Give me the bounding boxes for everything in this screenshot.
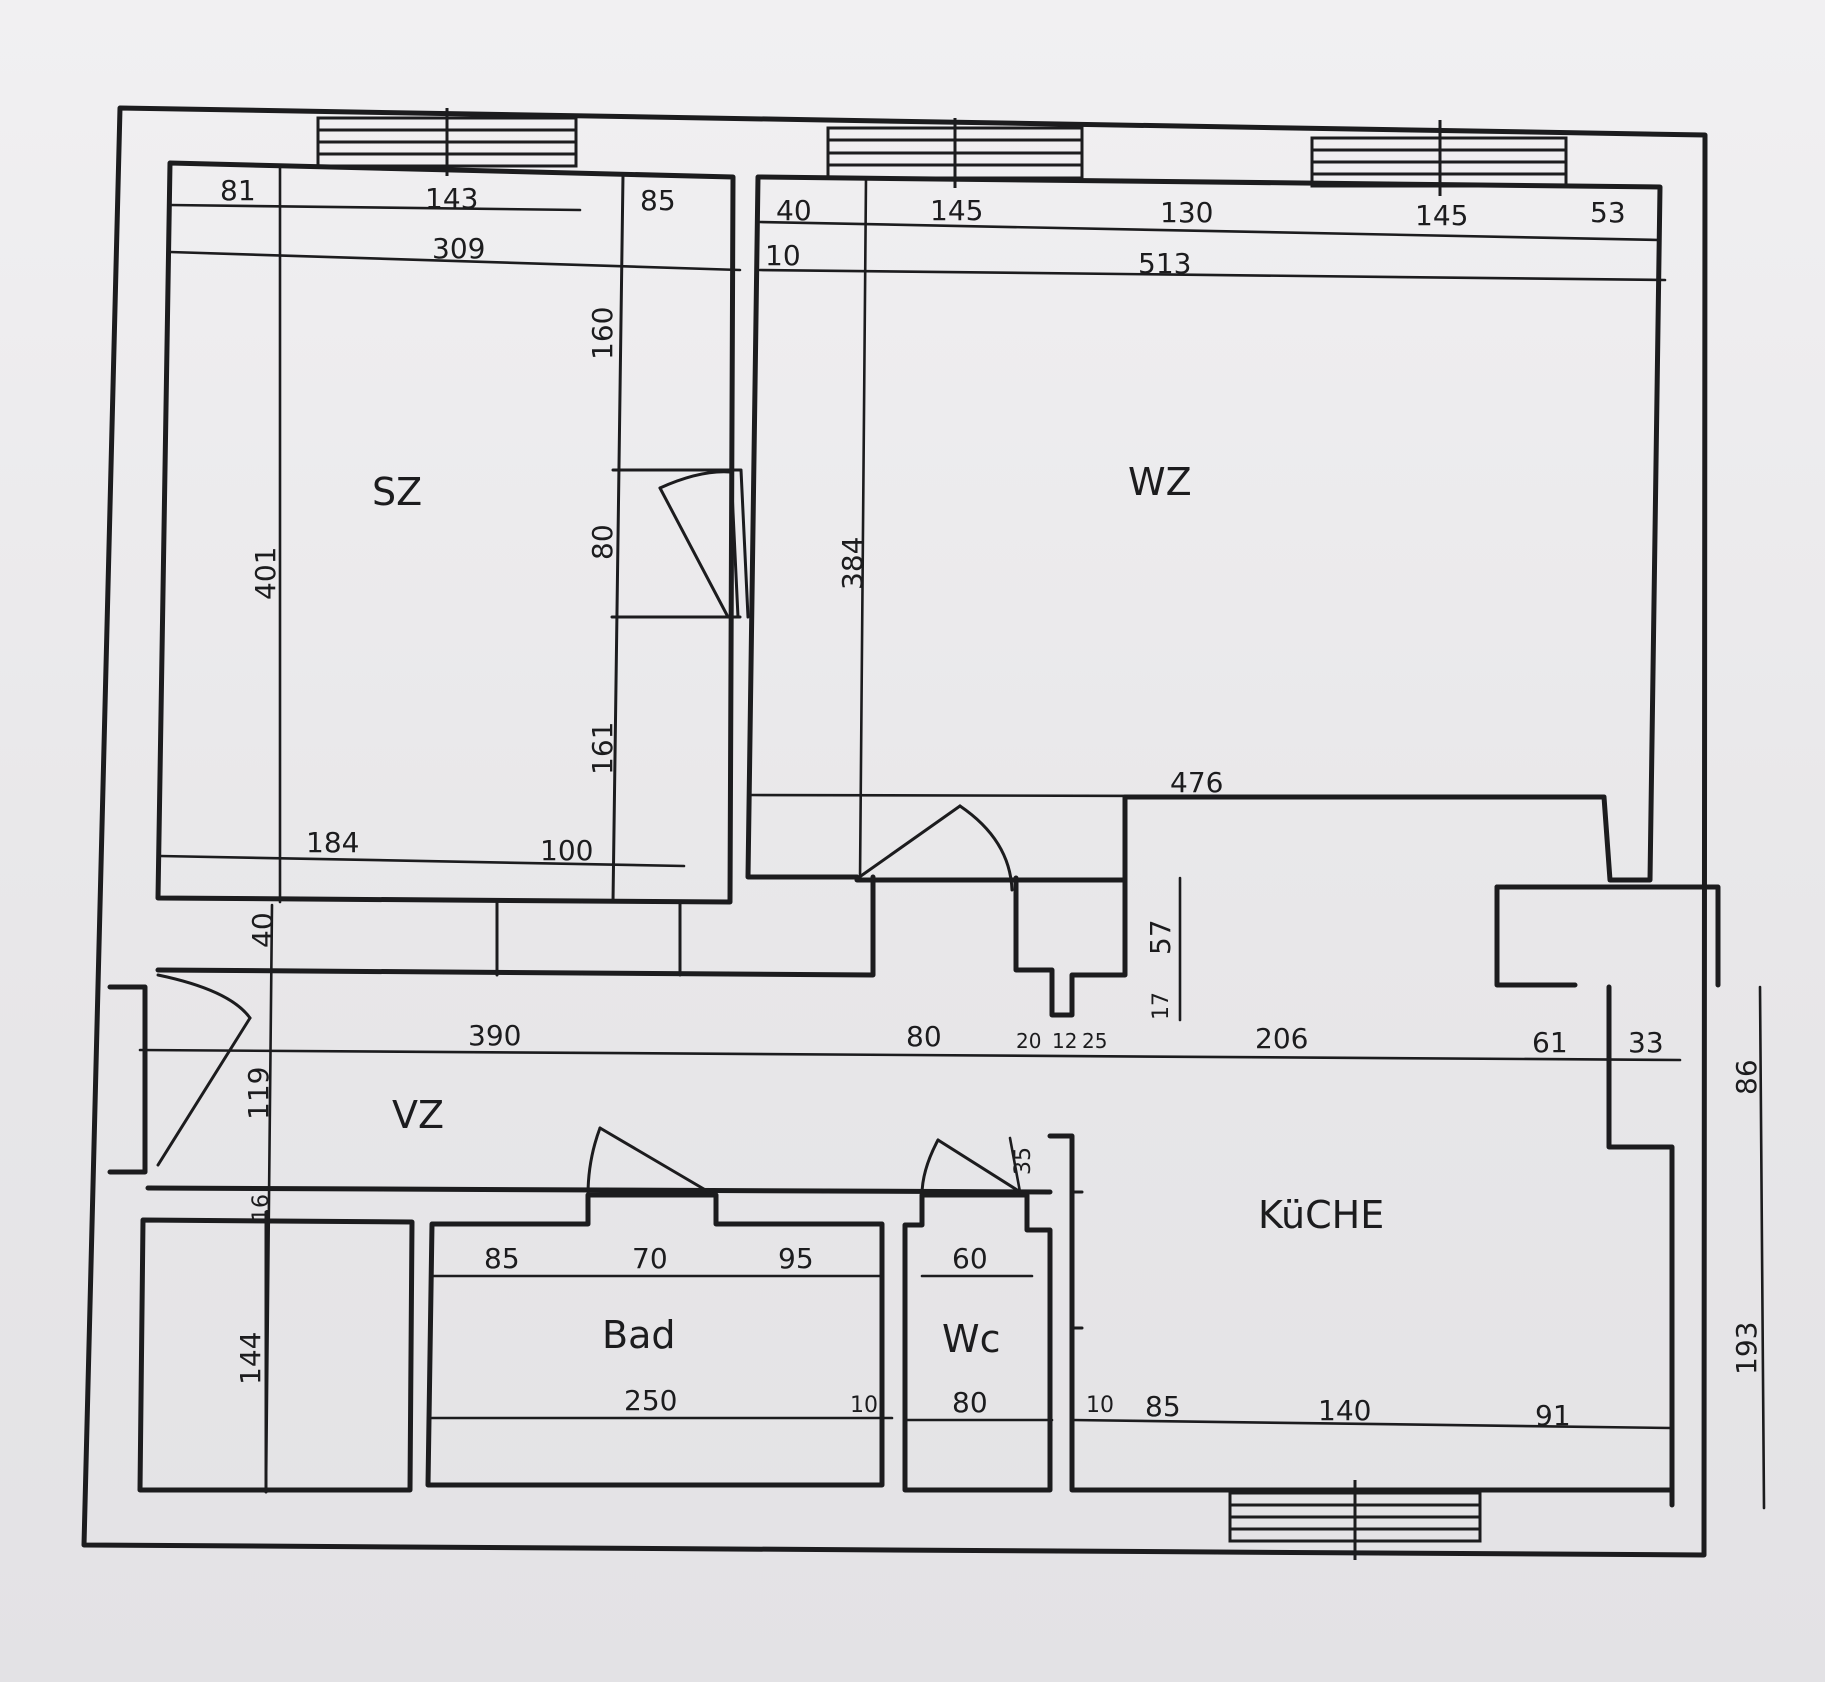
dim-bad-width: 250 bbox=[624, 1384, 677, 1417]
dim-right-top: 86 bbox=[1730, 1059, 1763, 1095]
dim-sz-top-2: 143 bbox=[425, 182, 478, 215]
dim-wz-top-3: 130 bbox=[1160, 196, 1213, 229]
dim-closet-3: 161 bbox=[586, 722, 619, 775]
room-label-kueche: KüCHE bbox=[1258, 1193, 1384, 1237]
dim-sz-bottom-2: 100 bbox=[540, 834, 593, 867]
dim-wc-door: 35 bbox=[1011, 1147, 1036, 1175]
dim-kitchen-2: 140 bbox=[1318, 1394, 1371, 1427]
dim-kitchen-1: 85 bbox=[1145, 1390, 1181, 1423]
room-label-wz: WZ bbox=[1128, 460, 1192, 504]
dim-hall-3: 20 bbox=[1016, 1029, 1041, 1053]
dim-sz-top-1: 81 bbox=[220, 174, 256, 207]
dim-bad-top-1: 85 bbox=[484, 1242, 520, 1275]
dim-sz-total: 309 bbox=[432, 232, 485, 265]
dim-hall-5: 25 bbox=[1082, 1029, 1107, 1053]
dim-bad-wc-wall: 10 bbox=[850, 1393, 878, 1418]
room-label-bad: Bad bbox=[602, 1313, 675, 1357]
room-label-wc: Wc bbox=[942, 1317, 1000, 1361]
dim-hall-2: 80 bbox=[906, 1020, 942, 1053]
dim-sz-height: 401 bbox=[249, 547, 282, 600]
dim-wc-width: 80 bbox=[952, 1386, 988, 1419]
window-kueche bbox=[1228, 1480, 1482, 1560]
dim-bad-wall: 16 bbox=[249, 1194, 274, 1222]
room-bad bbox=[425, 1126, 885, 1488]
dim-wz-height: 384 bbox=[836, 537, 869, 590]
outer-wall bbox=[81, 105, 1708, 1558]
room-label-vz: VZ bbox=[392, 1093, 444, 1137]
dim-hall-7: 61 bbox=[1532, 1026, 1568, 1059]
dim-wz-bottom: 476 bbox=[1170, 766, 1223, 799]
dim-closet-2: 80 bbox=[586, 524, 619, 560]
dim-kitchen-wall: 10 bbox=[1086, 1393, 1114, 1418]
dim-niche-2: 17 bbox=[1149, 992, 1174, 1020]
dim-wz-top-4: 145 bbox=[1415, 199, 1468, 232]
dim-hall-4: 12 bbox=[1052, 1029, 1077, 1053]
dim-wz-top-2: 145 bbox=[930, 194, 983, 227]
window-sz bbox=[316, 108, 578, 176]
dim-hall-6: 206 bbox=[1255, 1022, 1308, 1055]
room-kueche bbox=[1047, 1133, 1673, 1493]
dim-wz-top-1: 40 bbox=[776, 194, 812, 227]
window-wz-left bbox=[826, 118, 1084, 188]
room-storage bbox=[137, 1210, 415, 1494]
dim-niche-1: 57 bbox=[1144, 919, 1177, 955]
dim-hall-8: 33 bbox=[1628, 1026, 1664, 1059]
window-wz-right bbox=[1310, 120, 1568, 196]
room-vz bbox=[107, 874, 1721, 1508]
dim-sz-top-3: 85 bbox=[640, 184, 676, 217]
dim-wz-total: 513 bbox=[1138, 247, 1191, 280]
dim-bad-top-2: 70 bbox=[632, 1242, 668, 1275]
dim-closet-1: 160 bbox=[586, 307, 619, 360]
room-sz bbox=[155, 160, 750, 905]
dim-right-bottom: 193 bbox=[1730, 1322, 1763, 1375]
room-label-sz: SZ bbox=[372, 470, 422, 514]
dim-hall-height: 119 bbox=[242, 1067, 275, 1120]
dim-wz-top-5: 53 bbox=[1590, 196, 1626, 229]
dimension-lines bbox=[138, 163, 1766, 1510]
dim-bad-top-3: 95 bbox=[778, 1242, 814, 1275]
dim-hall-1: 390 bbox=[468, 1019, 521, 1052]
dim-wz-wall: 10 bbox=[765, 239, 801, 272]
dim-sz-bottom-1: 184 bbox=[306, 826, 359, 859]
dim-wc-top: 60 bbox=[952, 1242, 988, 1275]
dim-hall-wall: 40 bbox=[246, 912, 279, 948]
dim-kitchen-3: 91 bbox=[1535, 1399, 1571, 1432]
room-wc bbox=[902, 1138, 1053, 1493]
dim-store-height: 144 bbox=[234, 1332, 267, 1385]
